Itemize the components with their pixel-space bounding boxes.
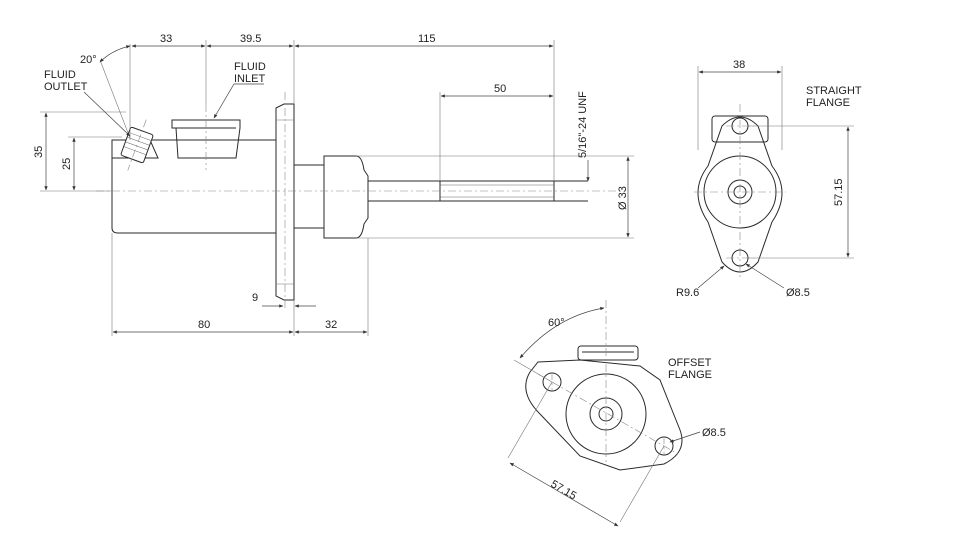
dim-25: 25 [61, 158, 73, 170]
straight-flange-title-1: STRAIGHT [806, 85, 862, 97]
dim-straight-hole-dia: Ø8.5 [786, 287, 810, 299]
label-fluid-outlet-2: OUTLET [44, 81, 88, 93]
label-fluid-inlet-2: INLET [234, 73, 265, 85]
dim-35: 35 [33, 146, 45, 158]
dim-33: 33 [160, 33, 172, 45]
dim-80: 80 [198, 319, 210, 331]
dim-bore: Ø 33 [617, 186, 629, 210]
dim-39-5: 39.5 [240, 33, 261, 45]
dim-32: 32 [325, 319, 337, 331]
offset-flange-outline [525, 359, 683, 471]
straight-flange-view: 38 57.15 R9.6 Ø8.5 STRAIGHT FLANGE [676, 59, 862, 299]
straight-flange-title-2: FLANGE [806, 97, 850, 109]
dim-thread: 5/16"-24 UNF [577, 91, 589, 158]
offset-flange-title-2: FLANGE [668, 369, 712, 381]
cylinder-body [111, 139, 277, 234]
dim-offset-hole-spacing: 57.15 [549, 478, 579, 502]
offset-flange-view: 60° Ø8.5 57.15 OFFSET FLANGE [507, 300, 726, 527]
dim-outlet-angle: 20° [80, 54, 97, 66]
spigot [294, 164, 325, 229]
side-view: 20° 33 39.5 115 50 5/16"-24 UNF 35 25 Ø … [33, 33, 634, 336]
straight-flange-outline [697, 116, 783, 273]
label-fluid-outlet-1: FLUID [44, 69, 76, 81]
label-fluid-inlet-1: FLUID [234, 61, 266, 73]
offset-flange-title-1: OFFSET [668, 357, 712, 369]
dim-115: 115 [418, 33, 436, 45]
dim-offset-angle: 60° [548, 317, 565, 329]
offset-body-circle [565, 373, 647, 455]
dim-offset-hole-dia: Ø8.5 [702, 427, 726, 439]
outlet-fitting [120, 119, 154, 171]
dim-straight-hole-spacing: 57.15 [833, 178, 845, 206]
dim-straight-radius: R9.6 [676, 287, 699, 299]
dim-flange-width: 38 [733, 59, 745, 71]
dim-9: 9 [252, 292, 258, 304]
seal-boot [323, 155, 369, 239]
inlet-port [171, 119, 241, 159]
dim-50: 50 [494, 83, 506, 95]
